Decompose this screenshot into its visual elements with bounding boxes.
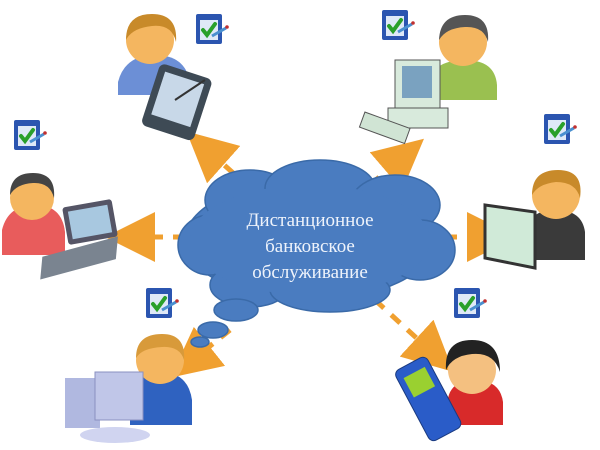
center-label: Дистанционное банковское обслуживание: [222, 208, 398, 286]
center-label-line-1: Дистанционное: [246, 210, 374, 231]
node-bottom-left: [65, 286, 192, 443]
node-left: [2, 118, 118, 280]
center-label-line-2: банковское: [265, 236, 355, 257]
node-top-right: [358, 8, 497, 145]
node-bottom-right: [395, 286, 503, 442]
node-right: [483, 112, 585, 270]
node-top-left: [118, 12, 231, 141]
center-label-line-3: обслуживание: [252, 262, 368, 283]
